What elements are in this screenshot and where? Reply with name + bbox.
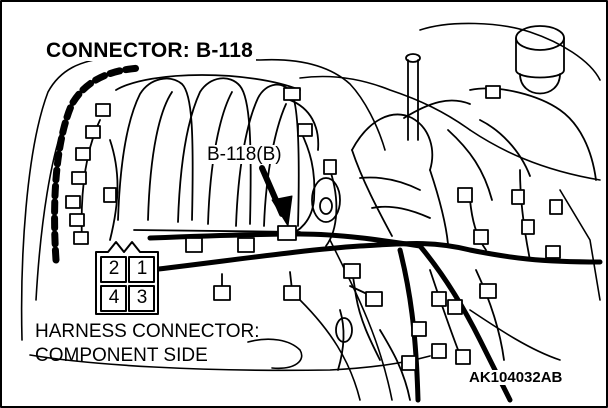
pin-number-1: 1 (136, 258, 148, 279)
figure-code: AK104032AB (467, 369, 565, 386)
pin-number-4: 4 (108, 287, 120, 308)
throttle-body (469, 25, 597, 181)
vertical-hose (405, 53, 421, 141)
connector-face-symbol (95, 241, 159, 315)
pin-number-2: 2 (108, 258, 120, 279)
connector-callout-label: B-118(B) (205, 144, 284, 165)
pin-number-3: 3 (136, 287, 148, 308)
face-label-line1: HARNESS CONNECTOR: (35, 321, 260, 342)
connector-blocks (65, 85, 563, 371)
intake-runners (115, 74, 301, 233)
diagram-title: CONNECTOR: B-118 (43, 40, 257, 61)
intake-duct (351, 99, 471, 245)
face-label-line2: COMPONENT SIDE (35, 345, 208, 366)
sensor-assembly (311, 177, 353, 343)
left-harness-dashed (51, 64, 144, 264)
face-label-leader (247, 338, 303, 370)
callout-arrow (259, 165, 293, 227)
